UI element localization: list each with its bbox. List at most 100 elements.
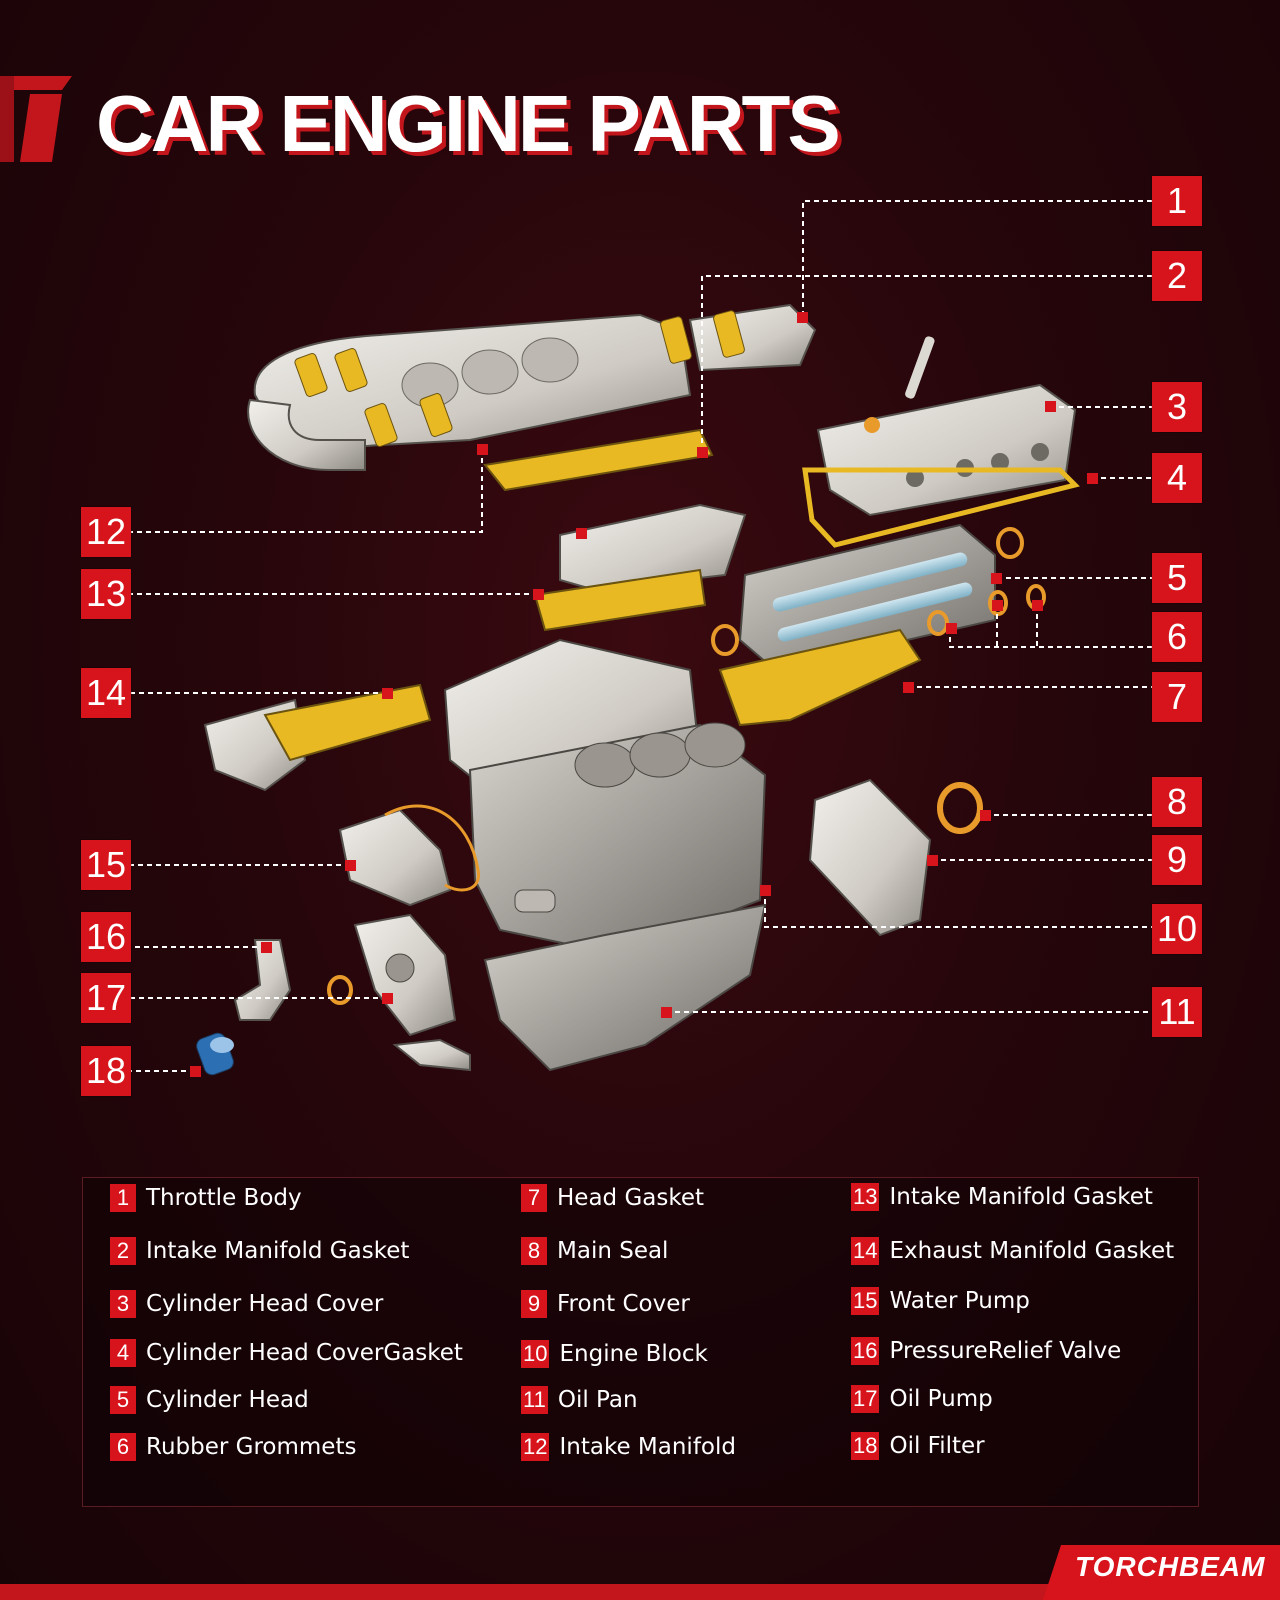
legend-label: Oil Pump <box>889 1386 993 1412</box>
legend-label: Head Gasket <box>557 1185 705 1211</box>
legend-number: 17 <box>851 1385 880 1413</box>
legend-label: Cylinder Head <box>146 1387 309 1413</box>
legend-number: 13 <box>851 1183 880 1211</box>
callout-15: 15 <box>81 840 131 890</box>
legend-item: 1 Throttle Body <box>110 1182 302 1214</box>
intake-manifold-gasket-art <box>483 428 714 492</box>
legend-label: Water Pump <box>889 1288 1030 1314</box>
legend-item: 15 Water Pump <box>851 1285 1030 1317</box>
cylinder-head-cover-art <box>816 336 1077 517</box>
callout-17: 17 <box>81 973 131 1023</box>
legend-number: 16 <box>851 1337 880 1365</box>
callout-6: 6 <box>1152 612 1202 662</box>
legend-item: 2 Intake Manifold Gasket <box>110 1235 409 1267</box>
callout-7: 7 <box>1152 672 1202 722</box>
legend-item: 6 Rubber Grommets <box>110 1431 356 1463</box>
legend-label: Cylinder Head Cover <box>146 1291 384 1317</box>
legend-item: 11 Oil Pan <box>521 1384 638 1416</box>
legend-number: 6 <box>110 1433 136 1461</box>
callout-5: 5 <box>1152 553 1202 603</box>
oil-pump-art <box>353 913 471 1072</box>
legend-item: 14 Exhaust Manifold Gasket <box>851 1235 1174 1267</box>
oil-filter-art <box>196 1032 234 1076</box>
legend-number: 3 <box>110 1290 136 1318</box>
front-cover-art <box>808 778 932 937</box>
legend-number: 2 <box>110 1237 136 1265</box>
intake-manifold-art <box>559 503 747 592</box>
callout-1: 1 <box>1152 176 1202 226</box>
callout-14: 14 <box>81 668 131 718</box>
engine-block-art <box>443 638 767 957</box>
callout-8: 8 <box>1152 777 1202 827</box>
legend-number: 11 <box>521 1386 548 1414</box>
legend-label: Intake Manifold Gasket <box>889 1184 1153 1210</box>
legend-item: 12 Intake Manifold <box>521 1431 736 1463</box>
legend-label: Rubber Grommets <box>146 1434 357 1460</box>
legend-item: 9 Front Cover <box>521 1288 690 1320</box>
engine-illustration <box>130 200 1152 1077</box>
legend-label: Main Seal <box>557 1238 669 1264</box>
callout-2: 2 <box>1152 251 1202 301</box>
engine-diagram: 1 2 3 4 5 6 7 8 9 10 11 12 13 14 15 16 1… <box>0 160 1280 1120</box>
legend-item: 4 Cylinder Head CoverGasket <box>110 1337 463 1369</box>
legend-item: 16 PressureRelief Valve <box>851 1335 1121 1367</box>
cylinder-head-cover-gasket-art <box>802 467 1080 548</box>
legend-label: Intake Manifold Gasket <box>146 1238 410 1264</box>
pressure-relief-valve-art <box>233 939 353 1021</box>
callout-12: 12 <box>81 507 131 557</box>
head-gasket-art <box>718 628 922 727</box>
callout-9: 9 <box>1152 835 1202 885</box>
legend-item: 17 Oil Pump <box>851 1383 993 1415</box>
main-seal-art <box>937 782 983 834</box>
legend-label: PressureRelief Valve <box>889 1338 1122 1364</box>
torchbeam-logo-mark <box>0 76 72 162</box>
callout-13: 13 <box>81 569 131 619</box>
legend-item: 13 Intake Manifold Gasket <box>851 1181 1153 1213</box>
intake-gasket-lower-art <box>533 568 707 632</box>
intake-plenum <box>247 303 817 471</box>
callout-11: 11 <box>1152 987 1202 1037</box>
legend-item: 7 Head Gasket <box>521 1182 704 1214</box>
leader-lines <box>130 200 1152 1072</box>
legend-label: Throttle Body <box>146 1185 302 1211</box>
legend-number: 10 <box>521 1340 550 1368</box>
legend-number: 18 <box>851 1432 880 1460</box>
legend-label: Exhaust Manifold Gasket <box>889 1238 1175 1264</box>
footer-bar <box>0 1584 1280 1600</box>
legend-number: 5 <box>110 1386 136 1414</box>
legend-number: 8 <box>521 1237 547 1265</box>
legend-label: Oil Filter <box>889 1433 985 1459</box>
callout-4: 4 <box>1152 453 1202 503</box>
parts-legend: 1 Throttle Body 2 Intake Manifold Gasket… <box>82 1177 1199 1507</box>
legend-label: Engine Block <box>559 1341 708 1367</box>
callout-16: 16 <box>81 912 131 962</box>
legend-number: 14 <box>851 1237 880 1265</box>
legend-number: 12 <box>521 1433 550 1461</box>
legend-label: Cylinder Head CoverGasket <box>146 1340 463 1366</box>
brand-badge <box>1043 1545 1280 1600</box>
oil-pan-art <box>483 903 767 1072</box>
legend-number: 4 <box>110 1339 136 1367</box>
callout-10: 10 <box>1152 904 1202 954</box>
legend-item: 5 Cylinder Head <box>110 1384 309 1416</box>
legend-number: 9 <box>521 1290 547 1318</box>
legend-label: Oil Pan <box>557 1387 638 1413</box>
brand-logo: TORCHBEAM <box>1075 1551 1266 1582</box>
legend-number: 15 <box>851 1287 880 1315</box>
callout-3: 3 <box>1152 382 1202 432</box>
legend-item: 10 Engine Block <box>521 1338 708 1370</box>
legend-number: 1 <box>110 1184 136 1212</box>
anchor-markers <box>190 312 1098 1077</box>
legend-label: Intake Manifold <box>559 1434 736 1460</box>
exhaust-manifold-art <box>203 683 432 792</box>
legend-item: 18 Oil Filter <box>851 1430 985 1462</box>
legend-item: 3 Cylinder Head Cover <box>110 1288 383 1320</box>
cylinder-head-art <box>738 523 996 672</box>
water-pump-art <box>338 804 480 907</box>
legend-label: Front Cover <box>557 1291 690 1317</box>
legend-item: 8 Main Seal <box>521 1235 668 1267</box>
legend-number: 7 <box>521 1184 547 1212</box>
page-title: CAR ENGINE PARTS <box>96 79 841 168</box>
callout-18: 18 <box>81 1046 131 1096</box>
